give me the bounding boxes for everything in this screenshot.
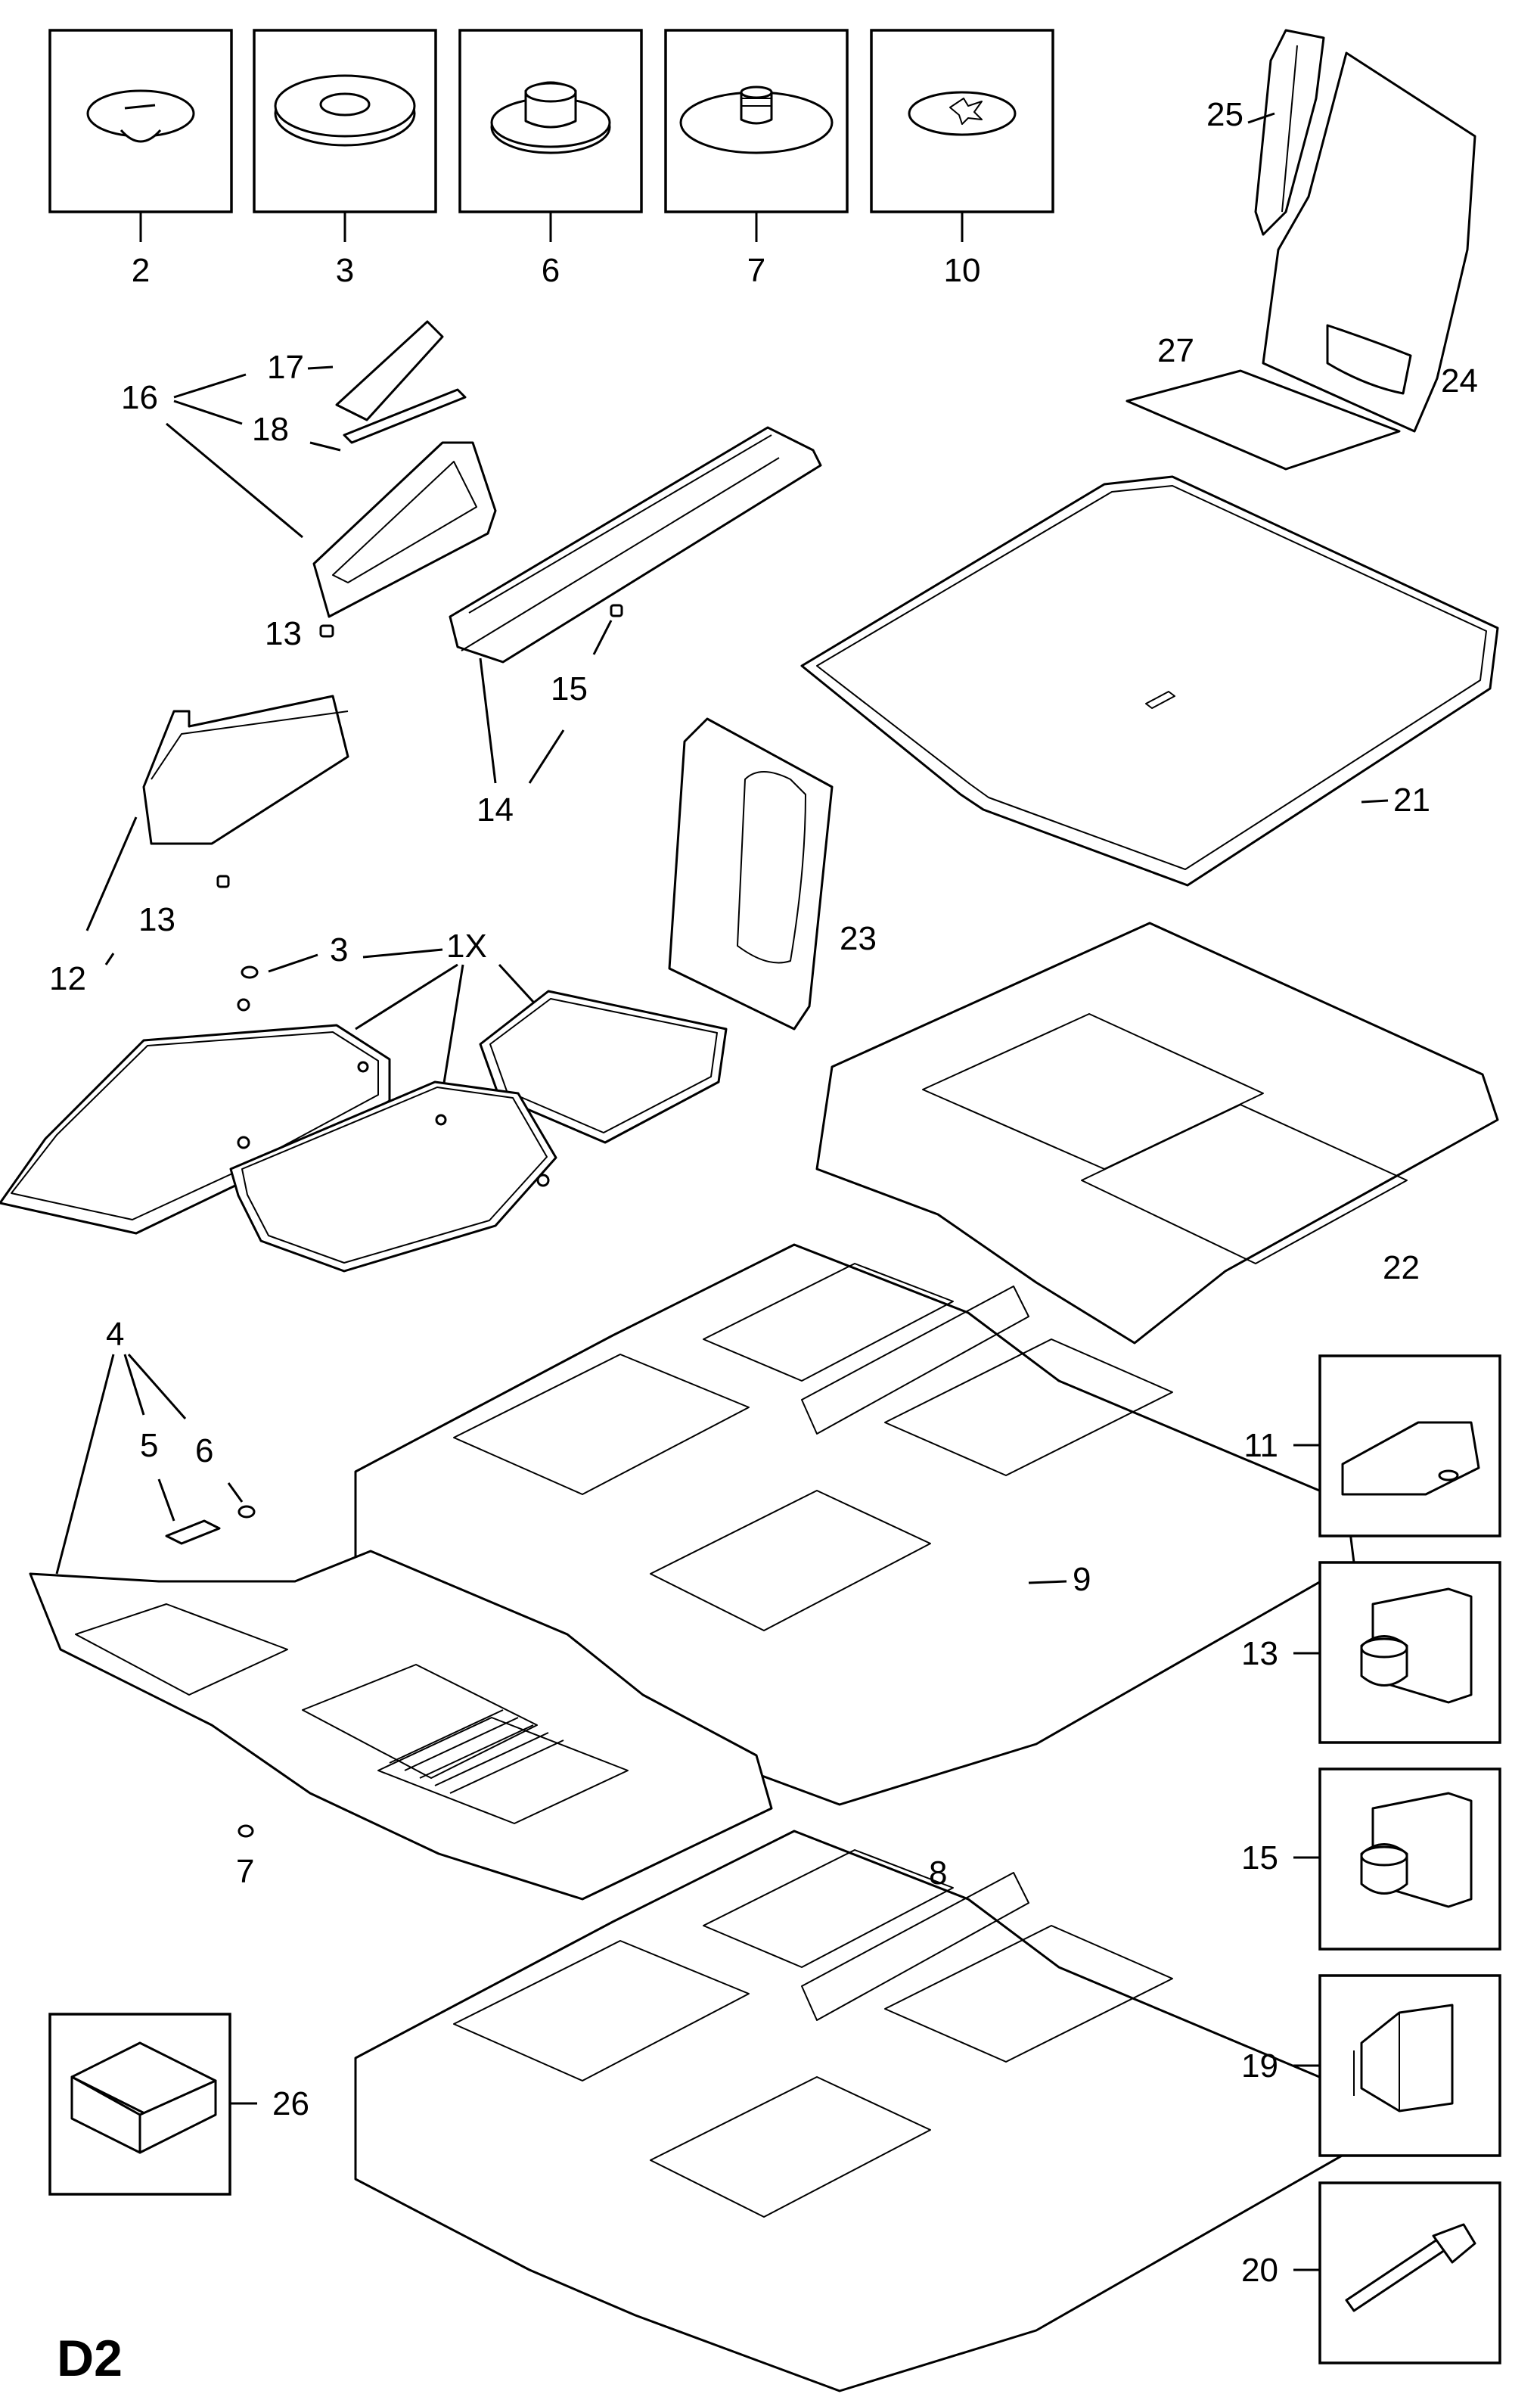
callout-22: 22: [1383, 1249, 1420, 1286]
callout-13-a: 13: [265, 615, 302, 652]
part-13-clip-a: 13: [265, 615, 334, 652]
part-6-grommet: 6: [195, 1432, 256, 1519]
part-13-clip-b: 13: [138, 875, 230, 938]
part-5-pad: 5: [140, 1427, 221, 1545]
sheet-id: D2: [57, 2330, 123, 2387]
part-14-sill: 14: [449, 426, 822, 829]
callout-13-box: 13: [1241, 1635, 1278, 1672]
callout-18: 18: [252, 411, 289, 448]
detail-box-6: 6: [458, 29, 643, 289]
part-27-mat: 27: [1126, 332, 1401, 471]
part-4-front-carpet: 4: [29, 1316, 773, 1901]
callout-15-box: 15: [1241, 1839, 1278, 1876]
callout-16: 16: [121, 379, 158, 416]
part-17-strip: 17: [267, 320, 444, 421]
callout-7-bottom: 7: [236, 1853, 254, 1890]
callout-4: 4: [106, 1316, 124, 1353]
callout-12: 12: [49, 960, 86, 997]
callout-10: 10: [944, 252, 981, 289]
callout-11: 11: [1243, 1427, 1278, 1464]
callout-17: 17: [267, 349, 304, 386]
callout-14: 14: [477, 791, 514, 829]
callout-7-top: 7: [747, 252, 765, 289]
callout-3-mat: 3: [330, 931, 348, 968]
callout-6-top: 6: [542, 252, 560, 289]
part-24-panel: 24: [1262, 51, 1478, 433]
detail-box-19: 19: [1241, 1974, 1501, 2157]
detail-box-20: 20: [1241, 2181, 1501, 2364]
part-16-sill-trim: 16: [121, 373, 497, 618]
callout-8: 8: [929, 1854, 947, 1892]
callout-26: 26: [272, 2085, 309, 2122]
callout-3-top: 3: [336, 252, 354, 289]
part-15-clip: 15: [551, 604, 623, 707]
callout-13-b: 13: [138, 901, 175, 938]
part-22-rear-carpet: 22: [815, 922, 1499, 1345]
part-7-grommet: 7: [236, 1824, 254, 1890]
callout-20: 20: [1241, 2252, 1278, 2289]
callout-15: 15: [551, 670, 588, 707]
callout-21: 21: [1393, 782, 1430, 819]
callout-9: 9: [1073, 1561, 1091, 1598]
callout-6-mid: 6: [195, 1432, 213, 1469]
detail-box-11: 11: [1243, 1354, 1501, 1537]
callout-2: 2: [132, 252, 150, 289]
callout-1X: 1X: [446, 928, 487, 965]
callout-5: 5: [140, 1427, 158, 1464]
callout-19: 19: [1241, 2047, 1278, 2085]
detail-box-3: 3: [253, 29, 437, 289]
callout-24: 24: [1441, 362, 1478, 400]
detail-box-26: 26: [48, 2013, 309, 2196]
part-18-strip: 18: [252, 388, 467, 452]
part-12-sill-trim: 12: [49, 695, 349, 997]
part-8-floor-carpet: 8: [354, 1830, 1355, 2392]
callout-23: 23: [840, 920, 877, 957]
callout-27: 27: [1157, 332, 1194, 369]
detail-box-2: 2: [48, 29, 233, 289]
detail-box-13: 13: [1241, 1561, 1501, 1744]
part-21-cargo-mat: 21: [800, 475, 1499, 887]
detail-box-15: 15: [1241, 1767, 1501, 1951]
detail-box-7: 7: [664, 29, 849, 289]
part-23-side-panel: 23: [668, 717, 877, 1031]
detail-box-10: 10: [870, 29, 1054, 289]
part-25-trim: 25: [1206, 29, 1325, 236]
callout-25: 25: [1206, 96, 1243, 133]
part-1X-floor-mats: 1X 3: [0, 928, 728, 1273]
